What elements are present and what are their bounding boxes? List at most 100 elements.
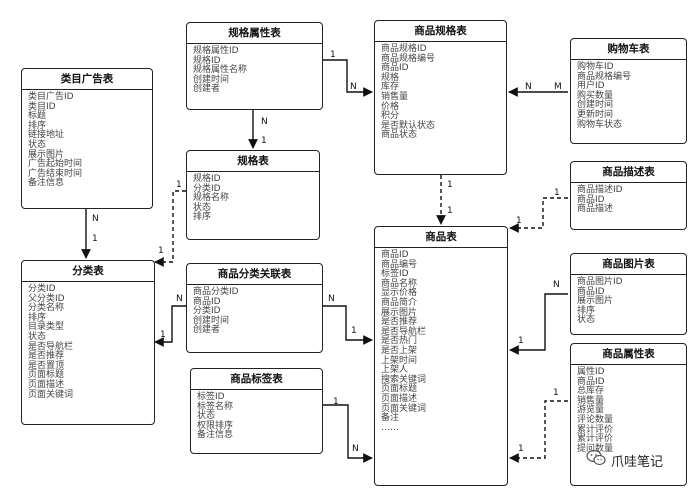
field-item: 库存 [381, 82, 400, 93]
card-label: N [352, 444, 359, 454]
field-item: 商品描述ID [577, 185, 623, 195]
field-item: 页面关键词 [381, 403, 427, 414]
field-item: 创建时间 [193, 315, 230, 326]
field-item: 规格属性名称 [193, 65, 248, 76]
field-item: 上架人 [381, 365, 409, 376]
field-item: 商品描述 [577, 204, 614, 215]
entity-title: 商品属性表 [571, 344, 686, 365]
field-item: 商品分类ID [193, 287, 239, 297]
field-item: 显示价格 [381, 288, 418, 299]
entity-title: 商品描述表 [571, 162, 686, 183]
field-item: 销售量 [381, 91, 409, 102]
entity-title: 商品表 [375, 227, 507, 248]
field-item: 展示图片 [28, 149, 65, 160]
field-item: 用户ID [577, 81, 605, 92]
entity-title: 分类表 [22, 261, 154, 282]
card-label: 1 [351, 326, 357, 336]
field-item: 商品编号 [381, 259, 418, 270]
field-item: 累计评价 [577, 434, 614, 445]
field-item: 是否置顶 [28, 360, 65, 371]
field-item: 商品规格编号 [381, 53, 436, 64]
field-item: 标签ID [197, 392, 225, 402]
card-label: 1 [553, 388, 559, 398]
field-item: 标签名称 [197, 401, 234, 412]
field-item: 类目ID [28, 101, 56, 112]
field-item: 购物车ID [577, 62, 614, 72]
field-item: 商品简介 [381, 297, 418, 308]
field-item: 标签ID [381, 269, 409, 280]
field-item: …… [381, 422, 399, 433]
card-label: 1 [330, 50, 336, 60]
edge-prodcat-product [323, 305, 373, 345]
field-item: 商品ID [577, 286, 605, 297]
field-item: 状态 [28, 331, 47, 342]
field-item: 规格ID [193, 174, 221, 184]
field-item: 商品ID [577, 376, 605, 387]
field-item: 页面标题 [28, 370, 65, 381]
entity-title: 规格表 [187, 151, 319, 172]
field-item: 分类ID [193, 183, 221, 194]
card-label: N [92, 214, 99, 224]
edge-desc-product [509, 197, 568, 233]
field-item: 标题 [28, 111, 47, 122]
field-item: 规格 [381, 72, 400, 83]
wechat-icon [586, 449, 606, 466]
field-item: 积分 [381, 111, 400, 122]
edge-tag-product [323, 404, 373, 463]
field-item: 价格 [381, 101, 400, 112]
field-item: 页面关键词 [28, 389, 74, 400]
field-item: 页面描述 [28, 379, 65, 390]
field-item: 父分类ID [28, 293, 65, 304]
watermark-text: 爪哇笔记 [611, 455, 664, 470]
entity-title: 类目广告表 [22, 69, 152, 90]
card-label: N [525, 82, 532, 92]
field-item: 是否上架 [381, 345, 418, 356]
field-item: 是否推荐 [381, 317, 418, 328]
field-item: 是否默认状态 [381, 120, 436, 131]
field-item: 排序 [28, 312, 47, 323]
card-label: 1 [261, 136, 267, 146]
edge-image-product [509, 293, 568, 355]
card-label: 1 [447, 206, 453, 216]
field-item: 总库存 [577, 386, 605, 397]
field-item: 状态 [577, 315, 596, 326]
card-label: N [553, 280, 560, 290]
field-item: 商品ID [193, 296, 221, 307]
field-item: 排序 [577, 305, 596, 316]
field-item: 商品名称 [381, 278, 418, 289]
field-item: 分类名称 [28, 303, 65, 314]
field-item: 购买数量 [577, 90, 614, 101]
field-item: 状态 [193, 202, 212, 213]
field-item: 评论数量 [577, 414, 614, 425]
field-item: 目录类型 [28, 322, 65, 333]
field-item: 创建时间 [193, 74, 230, 85]
field-item: 链接地址 [28, 130, 65, 141]
field-item: 商品图片ID [577, 277, 623, 287]
field-item: 销售量 [577, 395, 605, 406]
field-item: 是否导航栏 [28, 341, 74, 352]
field-item: 是否热门 [381, 336, 418, 347]
card-label: 1 [447, 180, 453, 190]
